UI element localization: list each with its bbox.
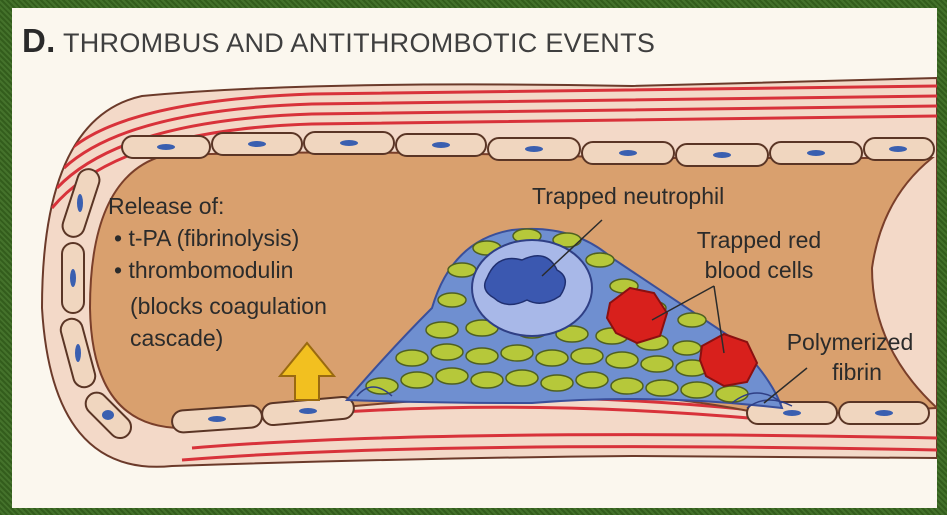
thrombomodulin-label: • thrombomodulin bbox=[114, 256, 293, 284]
figure-title: D. THROMBUS AND ANTITHROMBOTIC EVENTS bbox=[22, 22, 655, 60]
tpa-label: • t-PA (fibrinolysis) bbox=[114, 224, 299, 252]
release-heading-label: Release of: bbox=[108, 192, 224, 220]
panel-letter: D. bbox=[22, 22, 56, 59]
fibrin-label-line-2: fibrin bbox=[802, 358, 912, 386]
neutrophil bbox=[472, 240, 592, 336]
fibrin-label-line-1: Polymerized bbox=[770, 328, 930, 356]
neutrophil-label: Trapped neutrophil bbox=[532, 182, 724, 210]
thrombomodulin-detail-1: (blocks coagulation bbox=[130, 292, 327, 320]
figure-panel: D. THROMBUS AND ANTITHROMBOTIC EVENTS Re… bbox=[12, 8, 937, 508]
title-text: THROMBUS AND ANTITHROMBOTIC EVENTS bbox=[63, 28, 655, 58]
thrombomodulin-detail-2: cascade) bbox=[130, 324, 223, 352]
rbc-label-line-2: blood cells bbox=[684, 256, 834, 284]
rbc-label-line-1: Trapped red bbox=[684, 226, 834, 254]
